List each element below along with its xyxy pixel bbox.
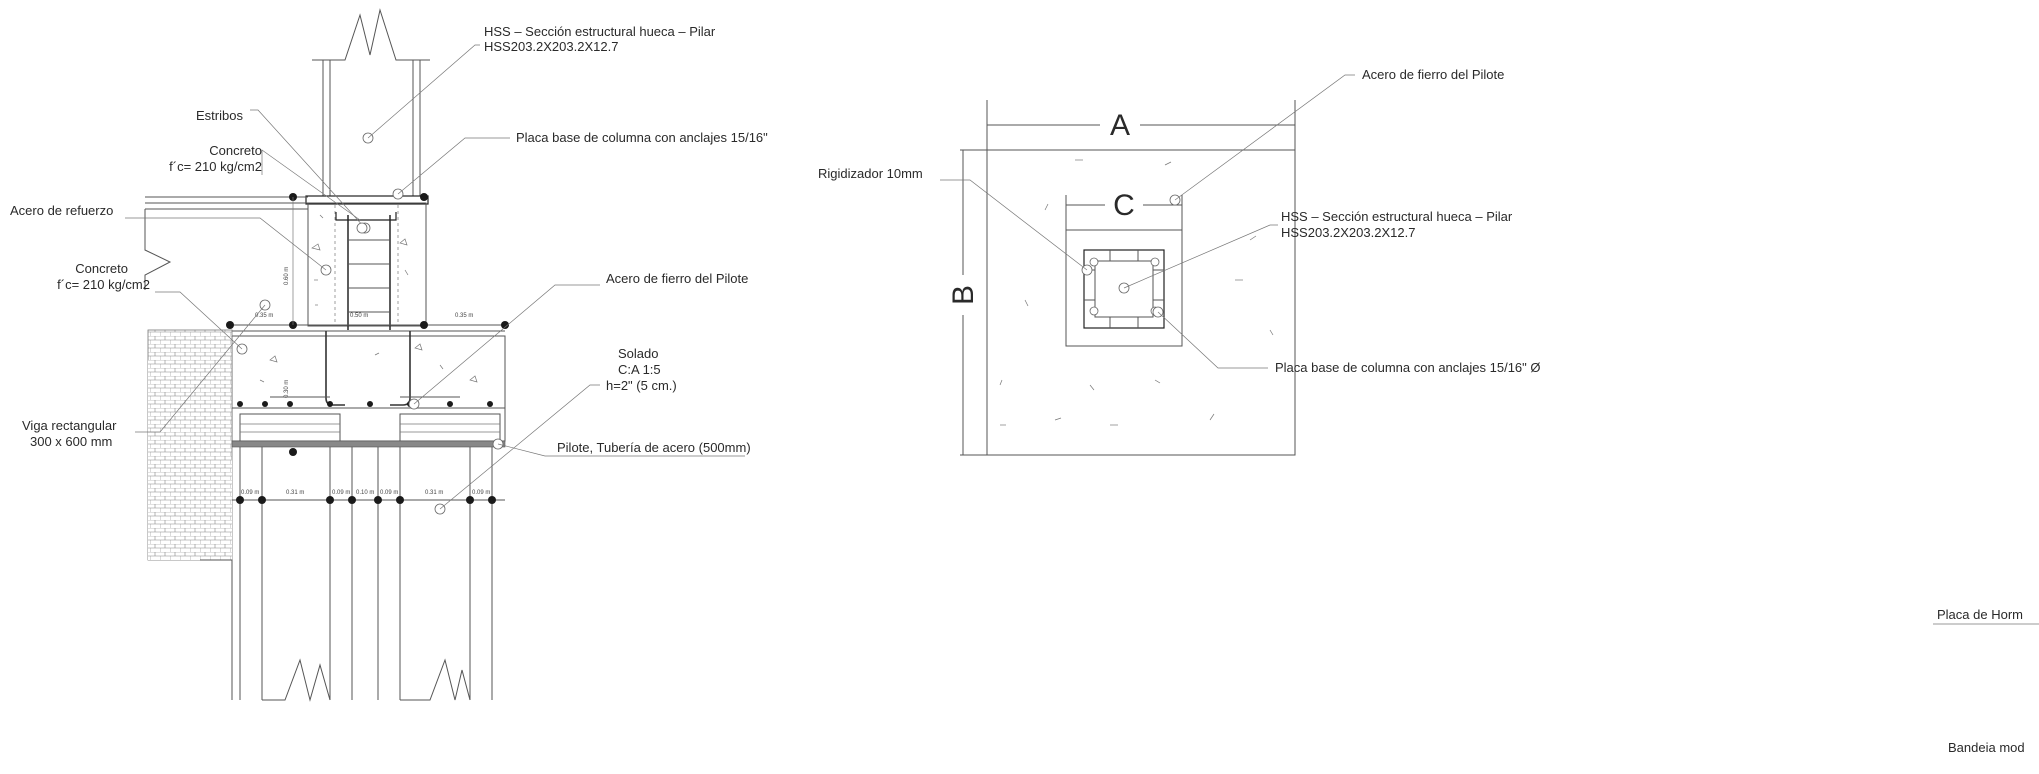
label-b: B: [947, 285, 980, 305]
dim-009-b: 0.09 m: [332, 490, 350, 496]
dim-009-d: 0.09 m: [472, 490, 490, 496]
viga-line1: Viga rectangular: [22, 418, 117, 433]
dim-031-a: 0.31 m: [286, 490, 304, 496]
solado-line2: C:A 1:5: [618, 362, 661, 377]
dim-009-c: 0.09 m: [380, 490, 398, 496]
solado-line3: h=2" (5 cm.): [606, 378, 677, 393]
plan-acero-fierro-label: Acero de fierro del Pilote: [1362, 67, 1504, 82]
plan-view: A B C: [818, 67, 1541, 456]
concreto-lower-line1: Concreto: [75, 261, 128, 276]
rigidizador-label: Rigidizador 10mm: [818, 166, 923, 181]
label-c: C: [1113, 189, 1135, 222]
concreto-upper-line1: Concreto: [209, 143, 262, 158]
section-view: 0.35 m 0.50 m 0.35 m 0.60 m 0.30 m: [10, 8, 768, 702]
dim-010: 0.10 m: [356, 490, 374, 496]
concreto-lower-line2: f´c= 210 kg/cm2: [57, 277, 150, 292]
solado-line1: Solado: [618, 346, 658, 361]
dim-050: 0.50 m: [350, 313, 368, 319]
cropped-edge-labels: Placa de Horm Bandeia mod: [1933, 607, 2039, 755]
label-a: A: [1110, 109, 1130, 142]
dim-left-035: 0.35 m: [255, 313, 273, 319]
plan-hss-line1: HSS – Sección estructural hueca – Pilar: [1281, 209, 1513, 224]
estribos-label: Estribos: [196, 108, 243, 123]
acero-fierro-label: Acero de fierro del Pilote: [606, 271, 748, 286]
plan-hss-line2: HSS203.2X203.2X12.7: [1281, 225, 1415, 240]
hss-label-line1: HSS – Sección estructural hueca – Pilar: [484, 24, 716, 39]
dim-031-b: 0.31 m: [425, 490, 443, 496]
dim-009-a: 0.09 m: [241, 490, 259, 496]
dim-060: 0.60 m: [284, 267, 290, 285]
placa-base-label: Placa base de columna con anclajes 15/16…: [516, 130, 768, 145]
hss-label-line2: HSS203.2X203.2X12.7: [484, 39, 618, 54]
placa-horm-label: Placa de Horm: [1937, 607, 2023, 622]
acero-refuerzo-label: Acero de refuerzo: [10, 203, 113, 218]
dim-right-035: 0.35 m: [455, 313, 473, 319]
dim-030: 0.30 m: [284, 380, 290, 398]
concreto-upper-line2: f´c= 210 kg/cm2: [169, 159, 262, 174]
viga-line2: 300 x 600 mm: [30, 434, 112, 449]
bandeia-label: Bandeia mod: [1948, 740, 2025, 755]
pilote-label: Pilote, Tubería de acero (500mm): [557, 440, 751, 455]
plan-placa-base-label: Placa base de columna con anclajes 15/16…: [1275, 360, 1541, 375]
